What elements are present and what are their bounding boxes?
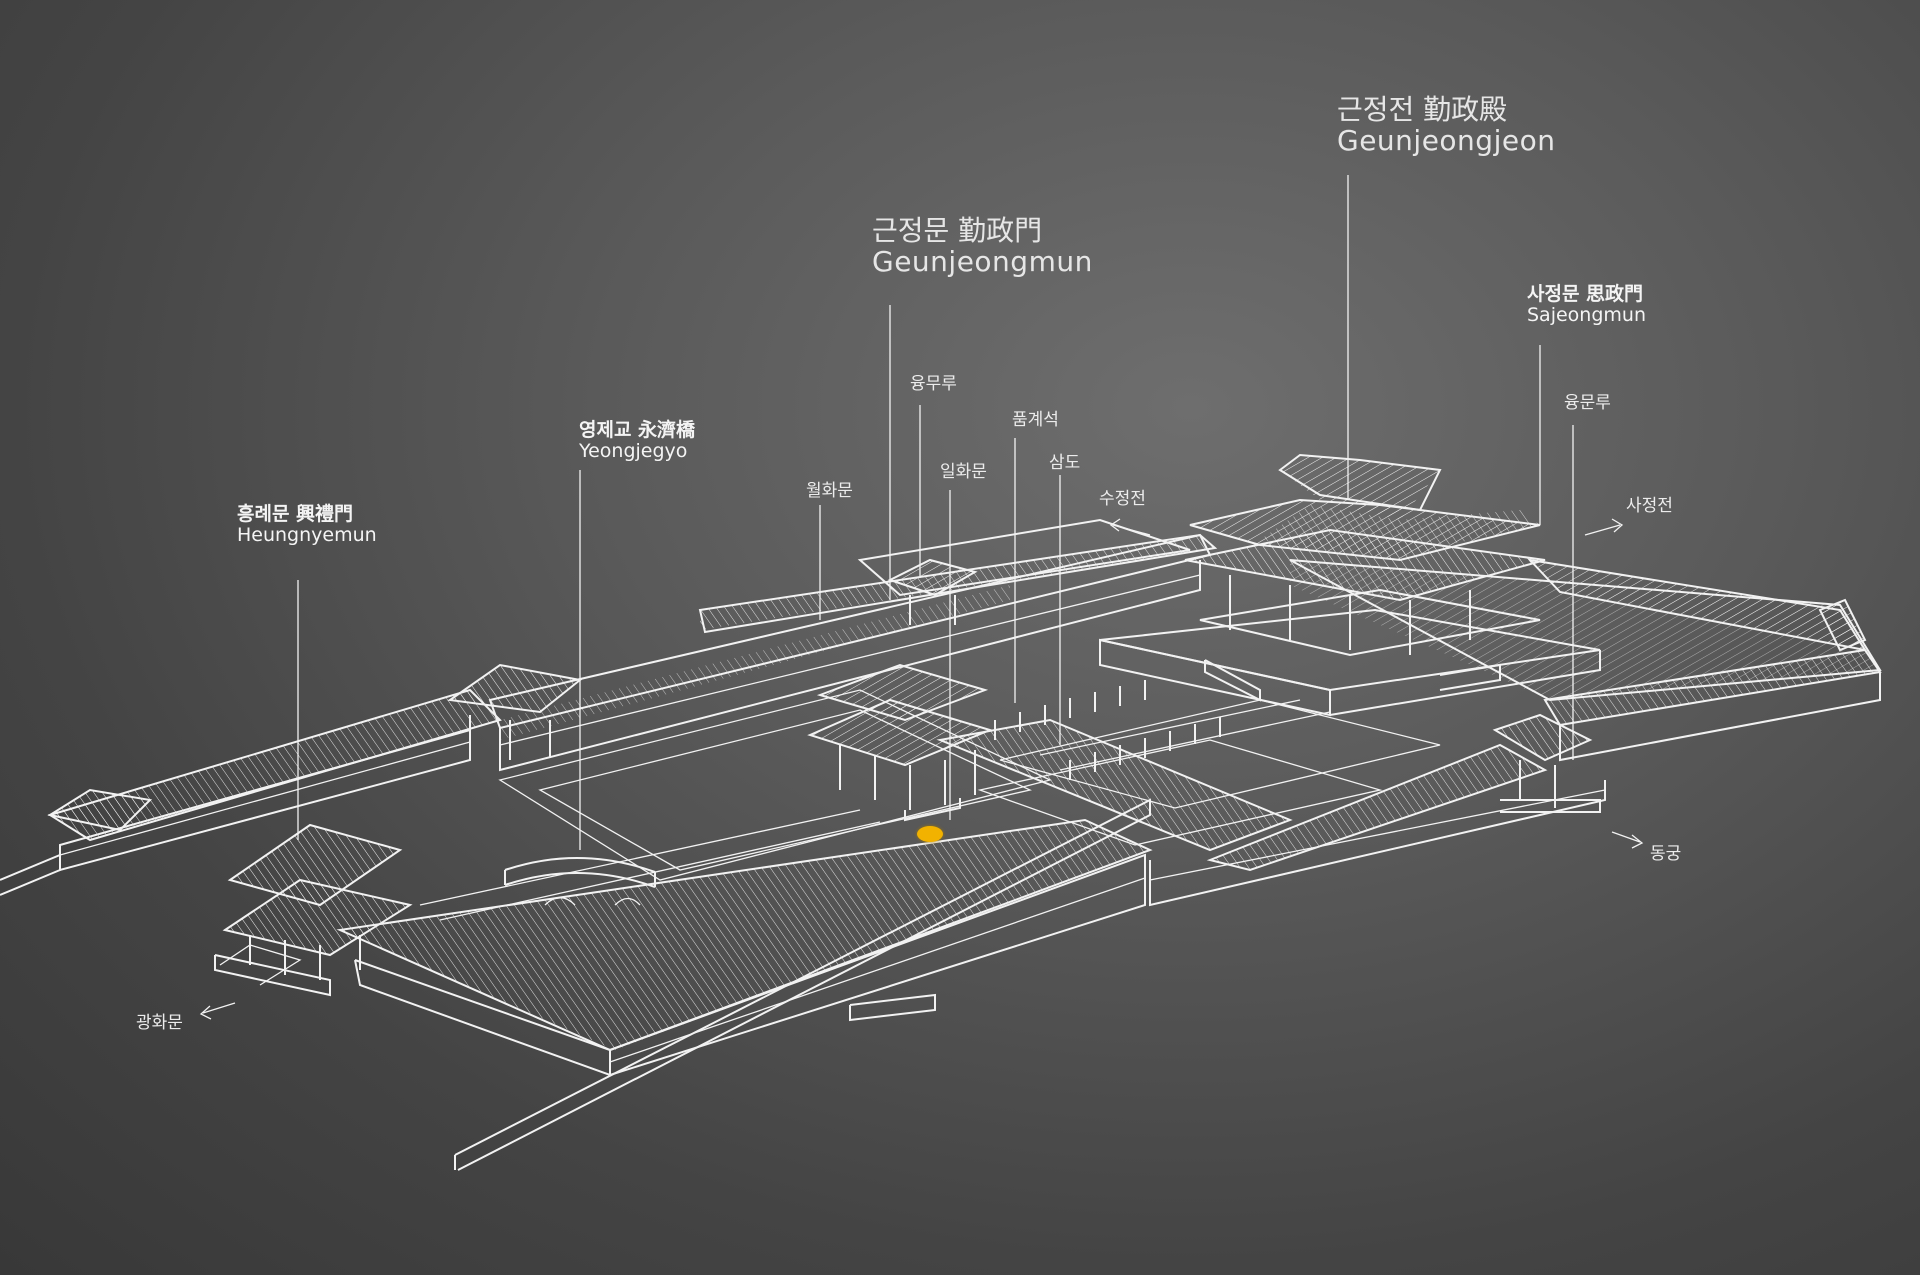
small-gates: [887, 558, 978, 625]
label-samdo: 삼도: [1049, 453, 1081, 473]
label-sajeongmun: 사정문 思政門 Sajeongmun: [1527, 283, 1646, 327]
label-geunjeongmun-ko: 근정문 勤政門: [872, 214, 1043, 247]
label-yeongjegyo-en: Yeongjegyo: [579, 440, 688, 463]
label-sujeongjeon: 수정전: [1099, 489, 1146, 509]
right-corner-pavilion: [1818, 598, 1867, 652]
label-gwanghwamun: 광화문: [136, 1013, 183, 1033]
label-heungnyemun-ko: 흥례문 興禮門: [237, 503, 354, 525]
label-geunjeongmun: 근정문 勤政門 Geunjeongmun: [872, 215, 1093, 278]
courtyards: [498, 689, 1441, 881]
geunjeongjeon-hall: [1099, 453, 1601, 717]
direction-arrows: [199, 518, 1644, 1020]
arrow-sajeongjeon: [1584, 518, 1624, 536]
label-pumgyeseok: 품계석: [1012, 410, 1059, 430]
label-sajeongmun-en: Sajeongmun: [1527, 304, 1646, 327]
right-corridor: [1527, 558, 1882, 762]
yeongjegyo-bridge: [419, 809, 881, 921]
arrow-sujeongjeon: [1109, 518, 1151, 536]
left-corner-pavilion: [47, 788, 153, 832]
front-step: [849, 993, 936, 1022]
label-yongmunru: 융문루: [1564, 393, 1611, 413]
label-sajeongmun-ko: 사정문 思政門: [1527, 283, 1644, 305]
label-sajeongjeon: 사정전: [1626, 496, 1673, 516]
label-donggung: 동궁: [1650, 844, 1682, 864]
label-geunjeongjeon: 근정전 勤政殿 Geunjeongjeon: [1337, 94, 1555, 157]
arrow-donggung: [1611, 831, 1644, 849]
label-wolhwamun: 월화문: [806, 481, 853, 501]
geunjeongmun-gate: [807, 663, 993, 822]
yongmunru-gate: [1492, 713, 1601, 813]
label-yeongjegyo-ko: 영제교 永濟橋: [579, 419, 696, 441]
label-yongmuru: 융무루: [910, 374, 957, 394]
label-geunjeongjeon-en: Geunjeongjeon: [1337, 124, 1556, 158]
heungnyemun-gate: [214, 823, 413, 997]
leader-lines: [297, 175, 1574, 850]
arrow-gwanghwamun: [199, 1002, 236, 1020]
middle-corridor: [936, 718, 1606, 907]
current-location-marker: [917, 826, 943, 842]
label-geunjeongmun-en: Geunjeongmun: [872, 245, 1093, 279]
label-heungnyemun: 흥례문 興禮門 Heungnyemun: [237, 503, 377, 547]
left-corridor: [47, 688, 502, 872]
label-ilhwamun: 일화문: [940, 462, 987, 482]
front-corridor: [336, 818, 1153, 1077]
label-heungnyemun-en: Heungnyemun: [237, 524, 377, 547]
label-yeongjegyo: 영제교 永濟橋 Yeongjegyo: [579, 419, 696, 463]
pumgyeseok-stones: [994, 680, 1221, 780]
label-geunjeongjeon-ko: 근정전 勤政殿: [1337, 93, 1508, 126]
